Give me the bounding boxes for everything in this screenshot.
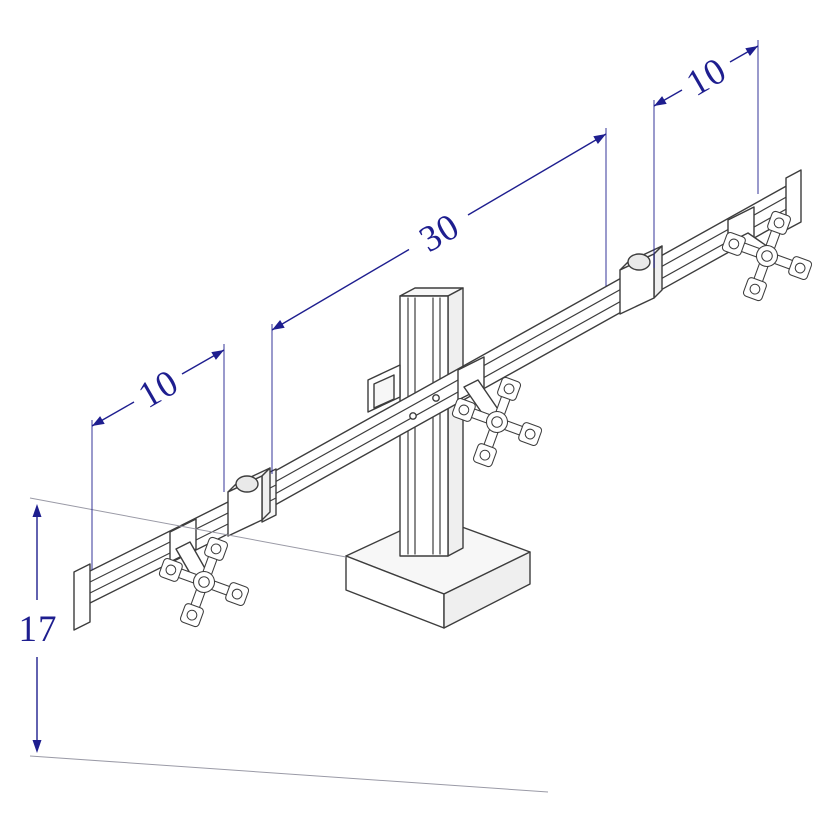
arrowhead-icon <box>211 350 224 360</box>
right-knob <box>627 253 651 271</box>
base-side-face <box>443 551 531 629</box>
center-column <box>367 287 464 557</box>
vesa-plate-center <box>445 356 549 474</box>
dimension-height-17: 17 <box>19 504 58 753</box>
arrowhead-icon <box>593 134 606 144</box>
left-connector-block <box>227 467 271 537</box>
dimension-line <box>271 248 410 331</box>
dimension-line <box>467 133 607 216</box>
construction-line-top <box>29 497 347 558</box>
left-end-cap <box>73 563 91 631</box>
right-connector-block <box>619 245 663 315</box>
arrowhead-icon <box>654 96 667 106</box>
left-knob <box>235 475 259 493</box>
arrowhead-icon <box>745 46 758 56</box>
right-end-cap <box>785 169 802 231</box>
cable-hook <box>367 364 401 413</box>
pivot-screw <box>409 412 417 420</box>
arrowhead-icon <box>92 416 105 426</box>
construction-lines <box>29 497 549 793</box>
dimension-17-label: 17 <box>19 609 58 650</box>
dimension-right-10-label: 10 <box>680 50 734 105</box>
vesa-plate-right <box>715 204 816 308</box>
arrowhead-icon <box>32 740 42 753</box>
arrowhead-icon <box>32 504 42 517</box>
pivot-screw <box>432 394 440 402</box>
construction-line-bottom <box>29 755 549 793</box>
crossbar <box>261 169 802 523</box>
dimension-left-10-label: 10 <box>132 362 186 417</box>
arrowhead-icon <box>272 320 285 330</box>
dimension-30-label: 30 <box>413 206 467 261</box>
column-side-face <box>447 287 464 557</box>
crossbar-body <box>265 183 791 511</box>
vesa-plate-left <box>152 518 256 634</box>
